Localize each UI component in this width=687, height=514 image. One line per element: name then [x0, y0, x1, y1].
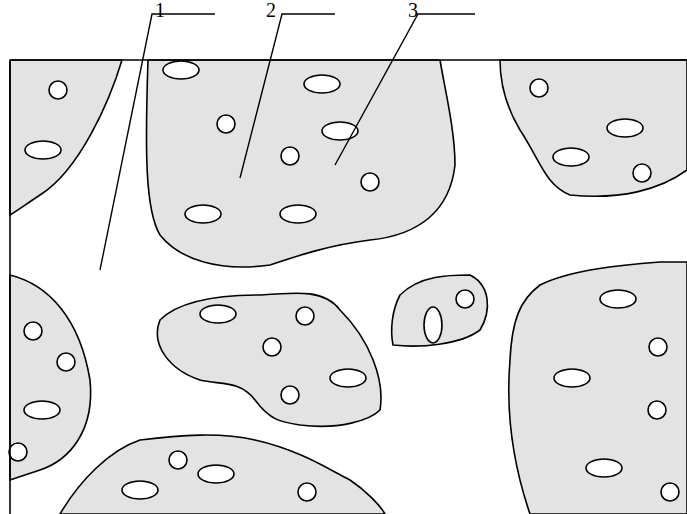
grain: [146, 60, 455, 267]
callout-number: 2: [266, 0, 276, 20]
grain: [10, 275, 91, 480]
frame: [10, 60, 687, 514]
grain: [392, 275, 488, 346]
grain: [60, 435, 385, 514]
leader-lines: [100, 14, 475, 270]
grain: [10, 60, 122, 215]
inclusions: [9, 61, 679, 501]
grain: [500, 60, 687, 196]
grain: [157, 293, 381, 426]
callout-number: 1: [155, 0, 165, 20]
grain: [509, 262, 687, 514]
callout-number: 3: [408, 0, 418, 20]
